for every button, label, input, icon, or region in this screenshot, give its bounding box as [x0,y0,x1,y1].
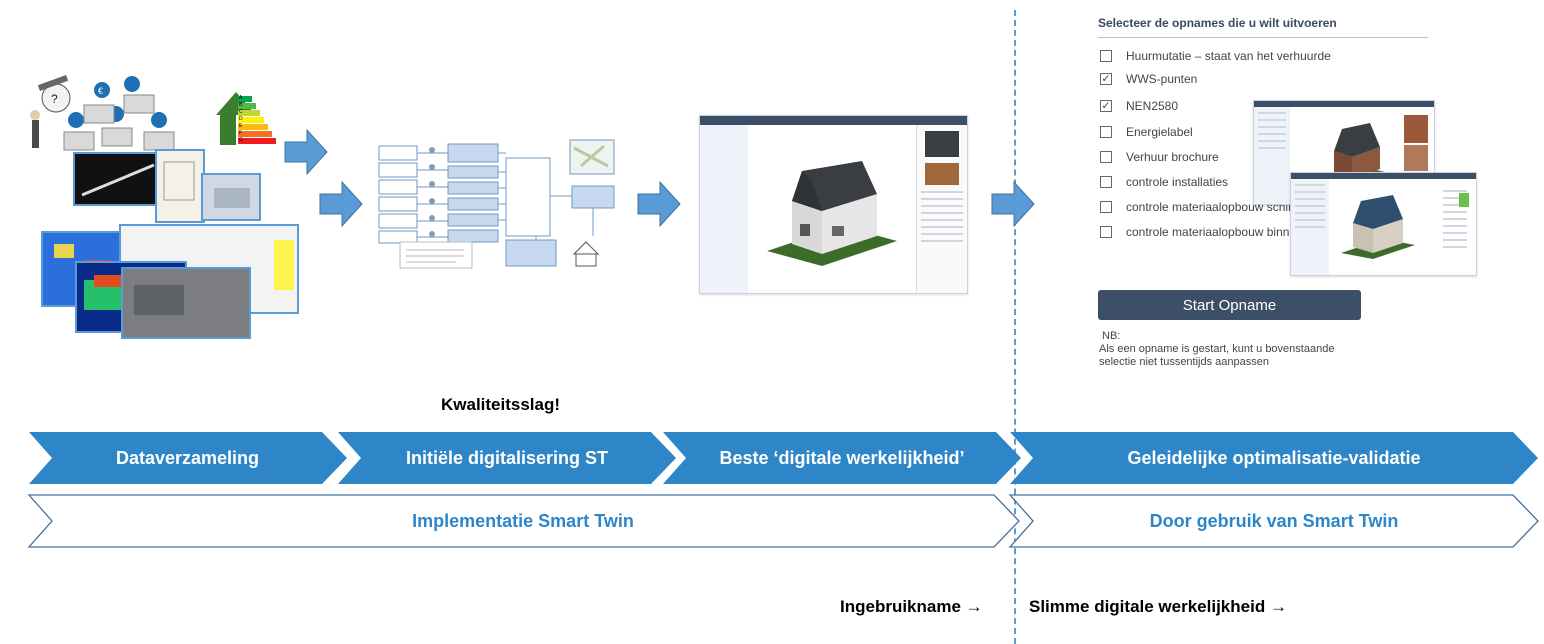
flow-arrow-icon [284,128,328,176]
flow-arrow-icon [991,180,1035,228]
energy-letter: F [239,130,243,136]
selection-note: NB: Als een opname is gestart, kunt u bo… [1099,330,1359,369]
energy-letter: D [239,116,243,122]
phase-divider [1014,10,1016,644]
note-title: NB: [1102,330,1121,342]
phase-label: Initiële digitalisering ST [405,448,609,468]
viewer-toolbar [700,116,967,125]
checkbox[interactable] [1100,126,1112,138]
viewer-properties-panel [916,125,967,293]
energy-letter: C [239,109,243,115]
digitisation-process-diagram [376,136,618,272]
option-label: NEN2580 [1126,99,1179,113]
milestone-text: Ingebruikname [840,597,961,616]
option-label: controle materiaalopbouw schil [1126,200,1291,214]
viewer-sidebar [700,125,748,293]
process-flow-illustration [378,139,615,269]
phase-label: Geleidelijke optimalisatie-validatie [1127,448,1421,468]
panel-title: Selecteer de opnames die u wilt uitvoere… [1098,16,1337,30]
svg-text:?: ? [51,92,58,106]
option-energielabel[interactable]: Energielabel [1100,124,1193,140]
option-wws-punten[interactable]: ✓ WWS-punten [1100,71,1197,87]
milestone-ingebruikname: Ingebruikname → [840,597,983,617]
phase-label: Beste ‘digitale werkelijkheid’ [719,448,965,468]
viewer-screenshot [699,115,968,294]
option-label: controle materiaalopbouw binnen [1126,225,1303,239]
energy-letter: G [239,137,243,143]
arrow-right-icon: → [965,597,983,616]
option-verhuur-brochure[interactable]: Verhuur brochure [1100,149,1219,165]
energy-label-letters: A B C D E F G [239,95,251,144]
app-screenshot-front [1290,172,1477,276]
flow-arrow-icon [637,180,681,228]
checkbox[interactable] [1100,226,1112,238]
phase-chevrons [27,432,1539,548]
svg-text:€: € [98,86,103,96]
option-controle-installaties[interactable]: controle installaties [1100,174,1228,190]
flow-arrow-icon [319,180,363,228]
option-label: controle installaties [1126,175,1229,189]
milestone-slimme-werkelijkheid: Slimme digitale werkelijkheid → [1029,597,1287,617]
thumbnail-photo [925,163,959,185]
implementation-label: Door gebruik van Smart Twin [1149,511,1399,531]
start-opname-button[interactable]: Start Opname [1098,290,1361,320]
data-collection-collage: ? € [24,70,334,345]
panel-separator [1098,37,1428,38]
phase-label: Dataverzameling [115,448,260,468]
thumbnail-photo [925,131,959,157]
chevron-geleidelijke-optimalisatie [1010,432,1538,484]
option-label: Huurmutatie – staat van het verhuurde [1126,49,1331,63]
implementation-label: Implementatie Smart Twin [412,511,634,531]
aerial-photo [121,267,251,339]
house-3d-model [1341,195,1415,259]
energy-label-icon [216,92,276,145]
floor-plan-photo [155,149,205,223]
checkbox[interactable] [1100,151,1112,163]
option-huurmutatie[interactable]: Huurmutatie – staat van het verhuurde [1100,48,1331,64]
bar-door-gebruik [1008,494,1539,548]
energy-letter: B [239,102,243,108]
option-controle-schil[interactable]: controle materiaalopbouw schil [1100,199,1291,215]
option-nen2580[interactable]: ✓ NEN2580 [1100,98,1178,114]
checkbox-checked[interactable]: ✓ [1100,100,1112,112]
data-sources-illustration: ? € [30,75,299,339]
technical-drawing-photo [73,152,165,206]
option-label: Verhuur brochure [1126,150,1219,164]
option-label: WWS-punten [1126,72,1198,86]
arrow-right-icon: → [1269,597,1287,616]
note-text: Als een opname is gestart, kunt u bovens… [1099,343,1335,368]
chevron-dataverzameling [29,432,347,484]
energy-letter: A [239,95,243,101]
house-3d-model [767,161,897,266]
checkbox[interactable] [1100,176,1112,188]
option-label: Energielabel [1126,125,1193,139]
chevron-initiele-digitalisering [338,432,676,484]
energy-letter: E [239,123,243,129]
checkbox[interactable] [1100,201,1112,213]
milestone-text: Slimme digitale werkelijkheid [1029,597,1266,616]
chevron-beste-digitale-werkelijkheid [663,432,1021,484]
checkbox[interactable] [1100,50,1112,62]
option-controle-binnen[interactable]: controle materiaalopbouw binnen [1100,224,1303,240]
quality-label: Kwaliteitsslag! [441,395,561,414]
bar-implementatie [27,494,1020,548]
office-workers-icon: ? € [30,75,175,151]
checkbox-checked[interactable]: ✓ [1100,73,1112,85]
